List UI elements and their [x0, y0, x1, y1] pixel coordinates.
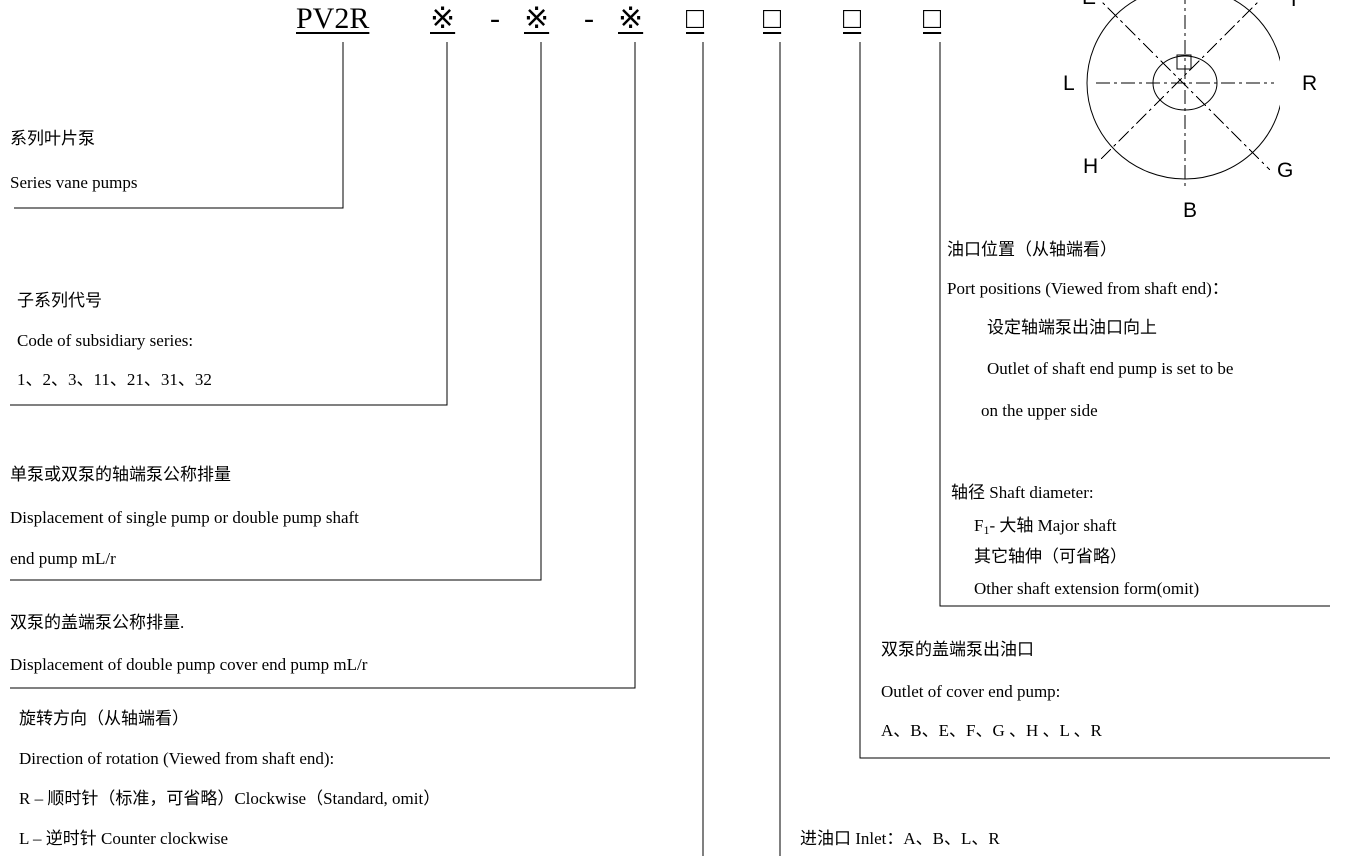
cover-outlet-en: Outlet of cover end pump: [881, 682, 1061, 701]
port-positions-note-cn: 设定轴端泵出油口向上 [987, 318, 1157, 337]
diagonal-axis-2 [1099, 0, 1261, 161]
port-label-e: E [1082, 0, 1096, 8]
shaft-diameter-other-en: Other shaft extension form(omit) [974, 579, 1200, 598]
subsidiary-cn: 子系列代号 [17, 291, 102, 310]
shaft-diameter-leader-line [939, 42, 1330, 607]
shaft-diameter-box: □ [923, 2, 942, 35]
inlet-text: 进油口 Inlet：A、B、L、R [800, 829, 1000, 848]
outer-circle [1086, 0, 1280, 180]
series-cn: 系列叶片泵 [10, 129, 95, 148]
port-positions-en: Port positions (Viewed from shaft end)： [947, 279, 1229, 298]
shaft-displacement-cn: 单泵或双泵的轴端泵公称排量 [10, 465, 231, 484]
port-positions-note-en-1: Outlet of shaft end pump is set to be [987, 359, 1234, 378]
diagonal-axis-1 [1099, 0, 1271, 171]
series-en: Series vane pumps [10, 173, 138, 192]
cover-displacement-en: Displacement of double pump cover end pu… [10, 655, 368, 674]
shaft-diameter-f1-rest: - 大轴 Major shaft [989, 516, 1117, 535]
cover-outlet-box: □ [843, 2, 862, 35]
rotation-cn: 旋转方向（从轴端看） [19, 709, 189, 728]
model-prefix: PV2R [296, 2, 370, 35]
rotation-box: □ [686, 2, 705, 35]
cover-displacement-placeholder: ※ [618, 2, 644, 35]
rotation-l-option: L – 逆时针 Counter clockwise [19, 829, 228, 848]
subsidiary-en: Code of subsidiary series: [17, 331, 194, 350]
inlet-box: □ [763, 2, 782, 35]
shaft-displacement-placeholder: ※ [524, 2, 550, 35]
shaft-diameter-title: 轴径 Shaft diameter: [951, 483, 1094, 502]
port-label-g: G [1277, 159, 1294, 182]
cover-displacement-cn: 双泵的盖端泵公称排量. [10, 613, 185, 632]
cover-displacement-leader-line [10, 42, 636, 689]
series-leader-line [14, 42, 344, 209]
shaft-displacement-leader-line [10, 42, 542, 581]
port-positions-note-en-2: on the upper side [981, 401, 1098, 420]
shaft-diameter-f1-subscript: 1 [983, 523, 990, 537]
cover-outlet-cn: 双泵的盖端泵出油口 [881, 640, 1034, 659]
shaft-key [1176, 54, 1192, 70]
subsidiary-values: 1、2、3、11、21、31、32 [17, 370, 212, 389]
port-position-diagram [1086, 0, 1280, 190]
rotation-en: Direction of rotation (Viewed from shaft… [19, 749, 335, 768]
cover-outlet-leader-line [859, 42, 1330, 759]
port-label-b: B [1183, 199, 1198, 222]
shaft-diameter-f1-prefix: F [974, 516, 984, 535]
port-label-l: L [1063, 72, 1075, 95]
port-label-h: H [1083, 155, 1099, 178]
port-label-r: R [1302, 72, 1318, 95]
shaft-diameter-f1: F1- 大轴 Major shaft [974, 517, 1116, 536]
subsidiary-placeholder: ※ [430, 2, 456, 35]
shaft-diameter-other-cn: 其它轴伸（可省略） [974, 547, 1127, 566]
rotation-r-option: R – 顺时针（标准，可省略）Clockwise（Standard, omit） [19, 789, 441, 808]
port-positions-cn: 油口位置（从轴端看） [947, 240, 1117, 259]
shaft-displacement-en-1: Displacement of single pump or double pu… [10, 508, 359, 527]
separator-2: - [584, 2, 594, 35]
shaft-displacement-en-2: end pump mL/r [10, 549, 116, 568]
port-label-f: F [1291, 0, 1304, 10]
cover-outlet-values: A、B、E、F、G 、H 、L 、R [881, 721, 1102, 740]
separator-1: - [490, 2, 500, 35]
subsidiary-leader-line [10, 42, 448, 406]
